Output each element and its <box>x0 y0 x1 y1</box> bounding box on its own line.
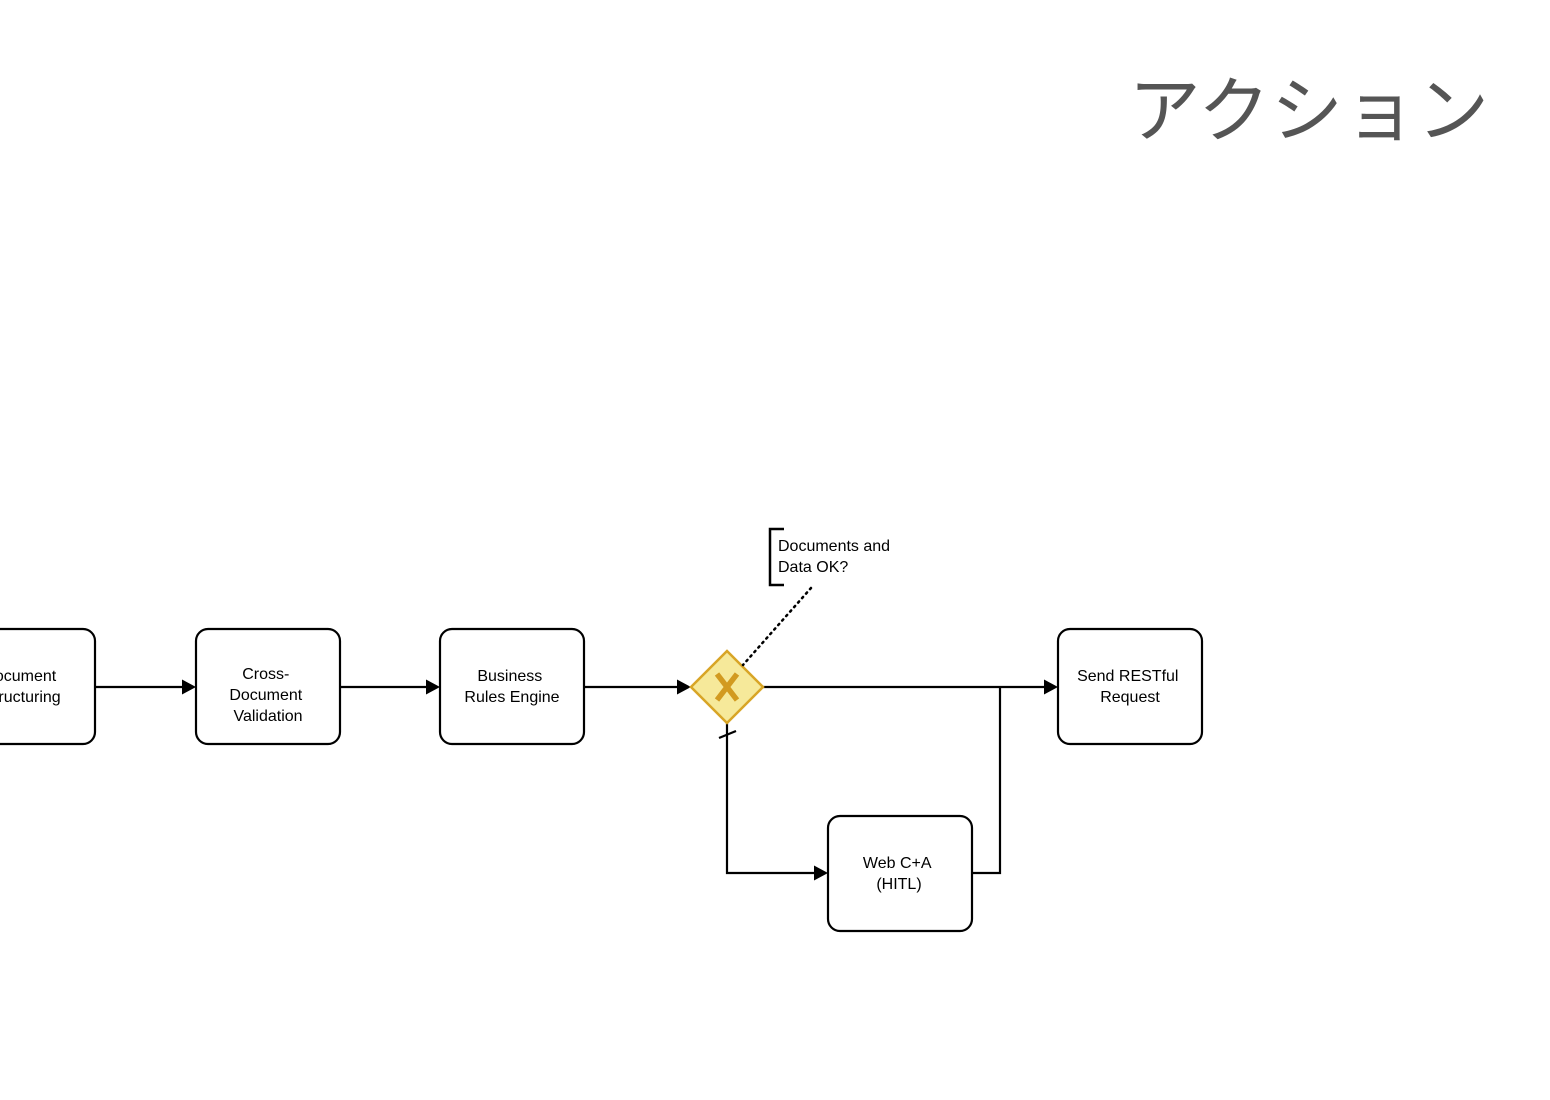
task-document-structuring[interactable]: Document Structuring <box>0 627 97 746</box>
task-business-rules-engine[interactable]: Business Rules Engine <box>438 627 586 746</box>
task-label-line: Business <box>477 668 542 685</box>
text-annotation[interactable]: Documents and Data OK? <box>768 527 895 587</box>
task-label-line: Send RESTful <box>1077 668 1178 685</box>
task-cross-document-validation-label: Cross- Document Validation <box>229 666 306 725</box>
gateway-x-icon <box>714 672 740 702</box>
flow-web-ca-to-send-request[interactable] <box>972 687 1002 875</box>
task-web-ca-hitl[interactable]: Web C+A (HITL) <box>826 814 974 933</box>
exclusive-gateway[interactable] <box>689 649 765 725</box>
task-label-line: Structuring <box>0 689 61 706</box>
default-flow-marker <box>718 729 737 740</box>
task-label-line: (HITL) <box>876 876 921 893</box>
task-label-line: Cross- <box>242 666 289 683</box>
task-send-restful-request-label: Send RESTful Request <box>1077 668 1183 706</box>
flow-rules-to-gateway[interactable] <box>584 679 691 695</box>
task-label-line: Document <box>0 668 57 685</box>
task-business-rules-engine-label: Business Rules Engine <box>464 668 559 706</box>
flow-gateway-to-send-request[interactable] <box>763 679 1058 695</box>
page-title: アクション <box>1128 69 1490 153</box>
task-label-line: Document <box>229 687 302 704</box>
task-label-line: Web C+A <box>863 855 932 872</box>
annotation-text: Documents and Data OK? <box>778 538 895 576</box>
flow-gateway-to-web-ca[interactable] <box>718 723 828 881</box>
task-label-line: Request <box>1100 689 1160 706</box>
task-label-line: Validation <box>233 708 302 725</box>
task-cross-document-validation[interactable]: Cross- Document Validation <box>194 627 342 746</box>
annotation-bracket <box>768 527 784 587</box>
task-label-line: Rules Engine <box>464 689 559 706</box>
annotation-line: Documents and <box>778 538 890 555</box>
annotation-line: Data OK? <box>778 559 848 576</box>
task-send-restful-request[interactable]: Send RESTful Request <box>1056 627 1204 746</box>
flow-validation-to-rules[interactable] <box>340 679 440 695</box>
task-web-ca-hitl-label: Web C+A (HITL) <box>863 855 935 893</box>
flow-structuring-to-validation[interactable] <box>96 679 196 695</box>
task-document-structuring-label: Document Structuring <box>0 668 61 706</box>
annotation-association[interactable] <box>741 586 813 667</box>
